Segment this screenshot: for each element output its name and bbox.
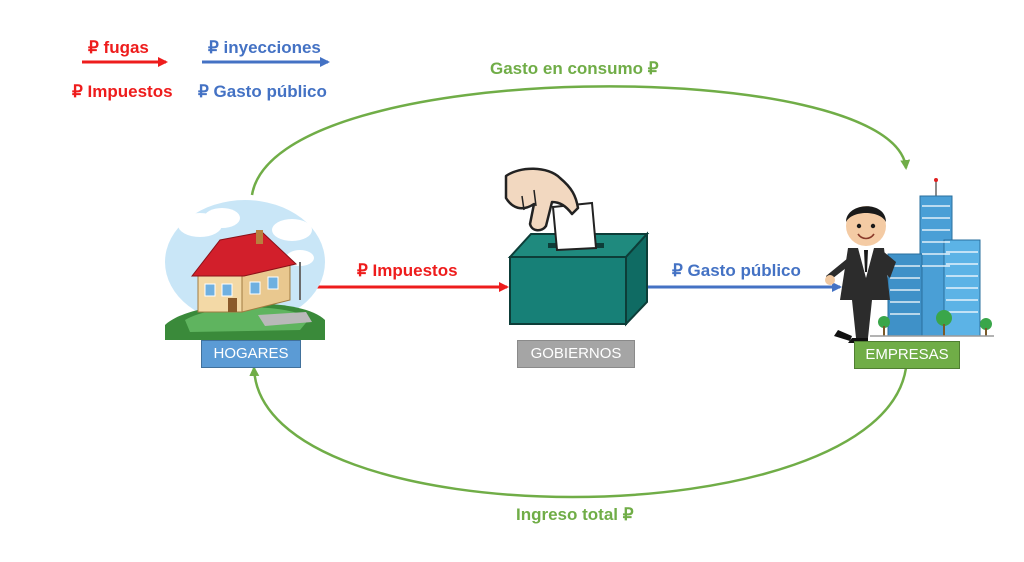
income-flow-arc — [249, 366, 908, 499]
ballot-box-icon — [504, 167, 650, 327]
consumption-flow-label: Gasto en consumo ₽ — [490, 59, 659, 78]
income-flow-label: Ingreso total ₽ — [516, 505, 634, 524]
households-node-box: HOGARES — [201, 340, 301, 368]
taxes-flow-label: ₽ Impuestos — [357, 261, 458, 280]
legend-spending-label: ₽ Gasto público — [198, 82, 327, 101]
firms-node-box: EMPRESAS — [854, 341, 960, 369]
consumption-flow-arc — [250, 85, 911, 196]
businessman-buildings-icon — [825, 178, 994, 343]
legend-injections-label: ₽ inyecciones — [208, 38, 321, 57]
government-node-box: GOBIERNOS — [517, 340, 635, 368]
legend-leaks-label: ₽ fugas — [88, 38, 149, 57]
public-spending-flow-label: ₽ Gasto público — [672, 261, 801, 280]
legend-taxes-label: ₽ Impuestos — [72, 82, 173, 101]
house-icon — [165, 200, 325, 340]
